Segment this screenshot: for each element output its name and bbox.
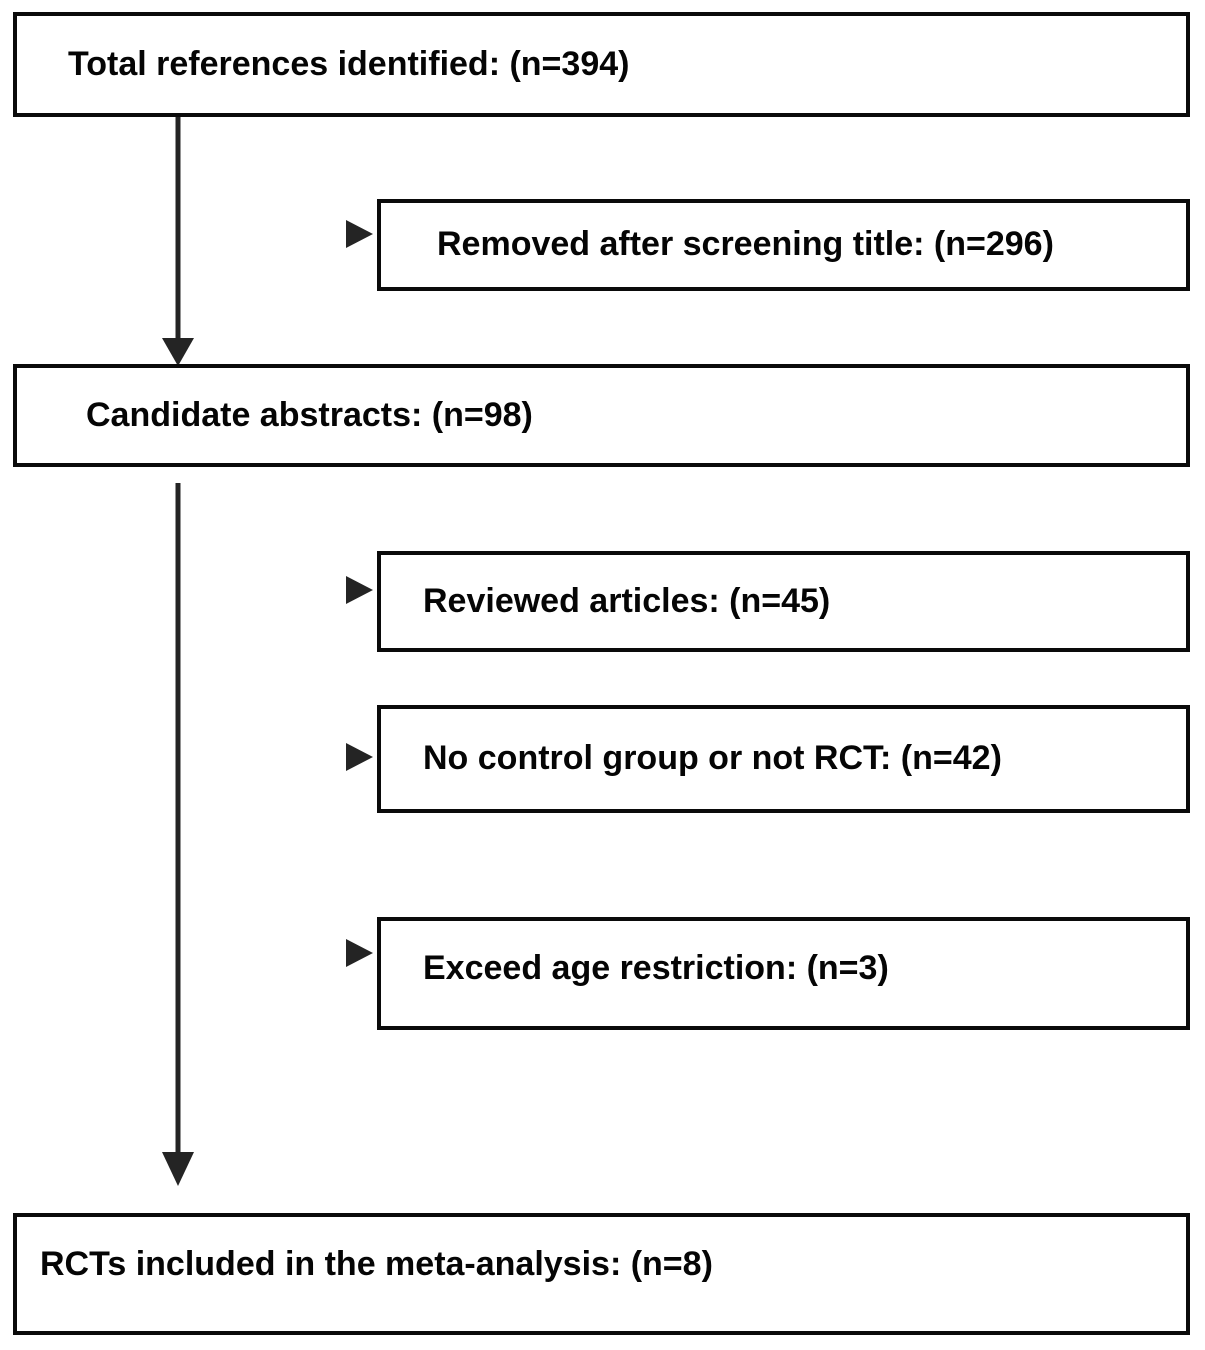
box-reviewed-articles: Reviewed articles: (n=45) — [377, 551, 1190, 652]
box-removed-after-screening-label: Removed after screening title: (n=296) — [437, 225, 1054, 264]
arrow-branch-exceed-age — [180, 939, 373, 967]
box-no-control-group: No control group or not RCT: (n=42) — [377, 705, 1190, 813]
box-exceed-age-restriction: Exceed age restriction: (n=3) — [377, 917, 1190, 1030]
box-rcts-included-label: RCTs included in the meta-analysis: (n=8… — [40, 1245, 713, 1284]
arrow-branch-removed — [180, 220, 373, 248]
box-rcts-included: RCTs included in the meta-analysis: (n=8… — [13, 1213, 1190, 1335]
box-total-references-label: Total references identified: (n=394) — [68, 44, 630, 83]
box-exceed-age-restriction-label: Exceed age restriction: (n=3) — [423, 948, 889, 987]
box-no-control-group-label: No control group or not RCT: (n=42) — [423, 739, 1002, 778]
box-removed-after-screening: Removed after screening title: (n=296) — [377, 199, 1190, 291]
box-candidate-abstracts-label: Candidate abstracts: (n=98) — [86, 395, 533, 434]
arrow-candidate-to-included — [162, 483, 194, 1186]
arrow-branch-no-control — [180, 743, 373, 771]
box-reviewed-articles-label: Reviewed articles: (n=45) — [423, 581, 831, 620]
box-total-references: Total references identified: (n=394) — [13, 12, 1190, 117]
arrow-branch-reviewed — [180, 576, 373, 604]
arrow-total-to-candidate — [162, 115, 194, 366]
box-candidate-abstracts: Candidate abstracts: (n=98) — [13, 364, 1190, 467]
